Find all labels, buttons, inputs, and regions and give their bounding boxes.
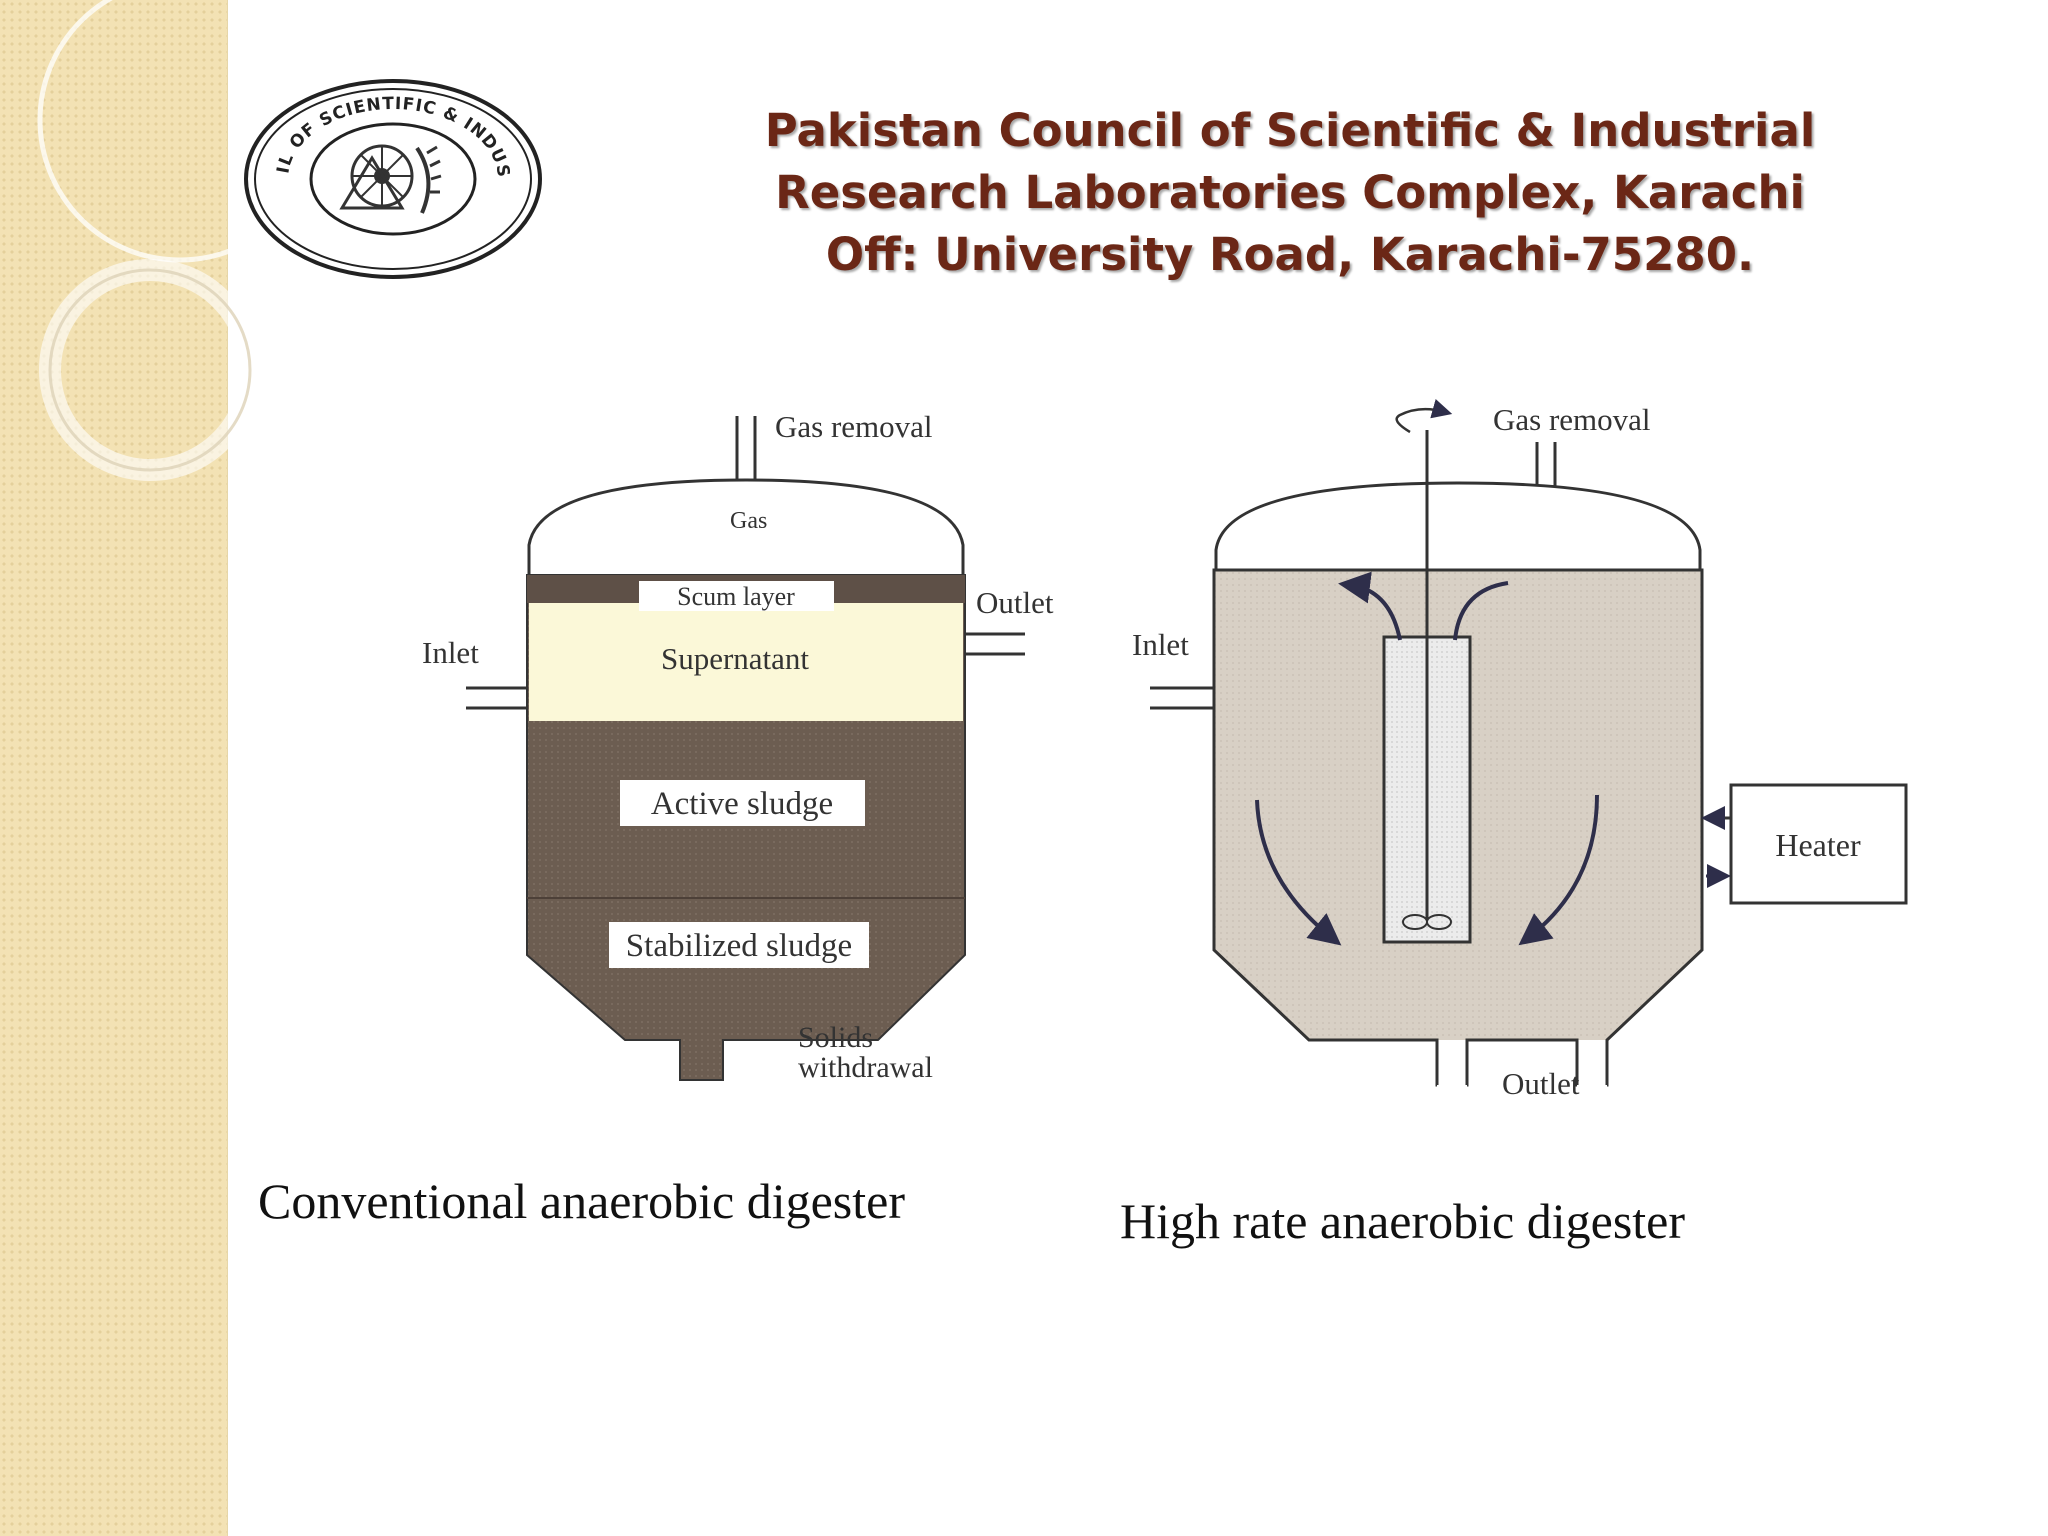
outlet-label: Outlet <box>976 585 1054 620</box>
solids-withdrawal-label: Solids withdrawal <box>798 1021 933 1084</box>
title-line-1: Pakistan Council of Scientific & Industr… <box>764 104 1816 157</box>
high-rate-digester-caption: High rate anaerobic digester <box>1120 1193 1686 1249</box>
gas-removal-label: Gas removal <box>1493 402 1651 437</box>
page-title: Pakistan Council of Scientific & Industr… <box>580 100 2000 286</box>
supernatant-label: Supernatant <box>661 641 809 676</box>
high-rate-digester-diagram: Gas removal Inlet Heater Outlet <box>1132 399 1908 1101</box>
flow-arrow <box>1255 799 1342 946</box>
pcsir-logo: PAKISTAN COUNCIL OF SCIENTIFIC & INDUSTR… <box>242 78 542 279</box>
scum-layer-label: Scum layer <box>677 582 795 611</box>
rotation-symbol <box>1395 399 1453 434</box>
title-line-3: Off: University Road, Karachi-75280. <box>825 228 1755 281</box>
heater-box <box>1729 783 1908 905</box>
outlet-label: Outlet <box>1502 1066 1580 1101</box>
title-line-2: Research Laboratories Complex, Karachi <box>775 166 1805 219</box>
tank-dome <box>527 478 965 575</box>
inlet-label: Inlet <box>422 635 479 670</box>
heater-label: Heater <box>1775 827 1861 863</box>
flow-arrow <box>1518 794 1599 946</box>
conventional-digester-caption: Conventional anaerobic digester <box>258 1173 905 1229</box>
inlet-label: Inlet <box>1132 627 1189 662</box>
flow-arrow <box>1453 581 1509 641</box>
tank-dome <box>1214 481 1702 570</box>
active-sludge-label: Active sludge <box>651 786 833 822</box>
conventional-digester-diagram: Gas removal Gas Scum layer Supernatant A… <box>422 409 1054 1084</box>
flow-arrow <box>1338 571 1402 641</box>
decorative-sidebar <box>0 0 228 1536</box>
gas-removal-label: Gas removal <box>775 409 933 444</box>
stabilized-sludge-label: Stabilized sludge <box>626 928 852 964</box>
supernatant-layer <box>529 603 963 721</box>
gas-label: Gas <box>730 508 767 534</box>
